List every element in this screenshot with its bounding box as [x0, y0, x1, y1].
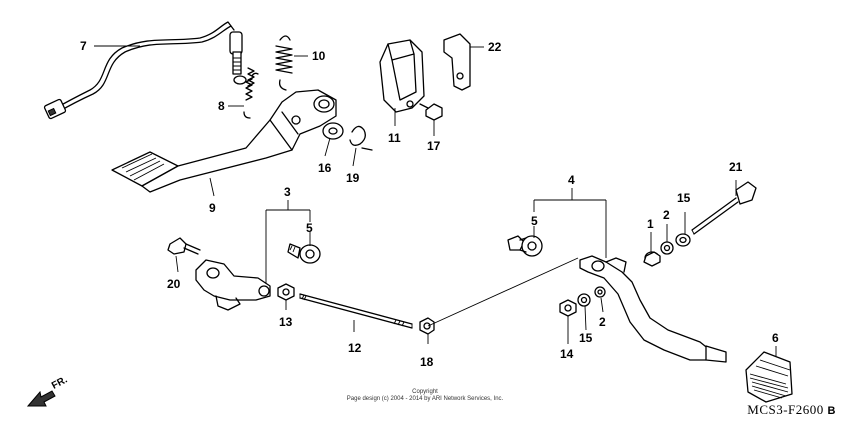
front-direction-arrow-icon [26, 390, 56, 407]
part-13-nut[interactable] [277, 283, 295, 301]
callout-7: 7 [80, 39, 87, 53]
callout-11: 11 [388, 131, 401, 145]
callout-13: 13 [279, 315, 293, 329]
callout-22: 22 [488, 40, 502, 54]
part-22-bracket[interactable] [443, 33, 471, 91]
callout-14: 14 [560, 347, 574, 361]
callout-18: 18 [420, 355, 434, 369]
part-16-washer[interactable] [322, 122, 344, 140]
callout-5-left: 5 [306, 221, 313, 235]
callout-6: 6 [772, 331, 779, 345]
diagram-code: MCS3-F2600 B [747, 402, 836, 418]
part-7-wire-harness[interactable] [43, 21, 247, 120]
part-2-washer-upper[interactable] [660, 241, 674, 255]
part-1-collar[interactable] [643, 251, 661, 267]
part-9-brake-pedal[interactable] [111, 89, 337, 193]
part-3-gearshift-arm[interactable] [195, 259, 271, 311]
callout-16: 16 [318, 161, 332, 175]
callout-numbers: 7 8 10 22 11 17 16 19 9 3 5 20 13 12 18 … [80, 39, 779, 369]
callout-3: 3 [284, 185, 291, 199]
callout-17: 17 [427, 139, 441, 153]
part-10-return-spring[interactable] [275, 35, 293, 91]
part-8-spring[interactable] [243, 67, 259, 119]
callout-12: 12 [348, 341, 362, 355]
part-18-nut[interactable] [419, 317, 435, 335]
diagram-code-text: MCS3-F2600 [747, 402, 824, 417]
copyright-notice: Page design (c) 2004 - 2014 by ARI Netwo… [346, 396, 504, 402]
copyright-heading: Copyright [412, 389, 438, 395]
part-6-pedal-rubber[interactable] [745, 351, 793, 403]
part-11-guard[interactable] [379, 39, 425, 113]
part-14-nut[interactable] [559, 299, 577, 317]
part-12-tie-rod[interactable] [299, 293, 413, 329]
part-5-joint-right[interactable] [507, 235, 543, 257]
callout-15-upper: 15 [677, 191, 691, 205]
part-5-joint-left[interactable] [287, 243, 321, 264]
callout-2-lower: 2 [599, 315, 606, 329]
part-17-bolt[interactable] [419, 103, 443, 121]
part-20-bolt[interactable] [167, 237, 201, 255]
part-15-washer-lower[interactable] [577, 293, 591, 307]
part-21-pivot-bolt[interactable] [691, 181, 757, 235]
callout-5-right: 5 [531, 214, 538, 228]
callout-9: 9 [209, 201, 216, 215]
callout-8: 8 [218, 99, 225, 113]
callout-2-upper: 2 [663, 208, 670, 222]
callout-19: 19 [346, 171, 360, 185]
callout-20: 20 [167, 277, 181, 291]
diagram-code-suffix: B [827, 405, 836, 417]
leader-lines [94, 45, 777, 356]
part-15-washer-upper[interactable] [675, 233, 691, 247]
part-19-clip[interactable] [349, 125, 373, 151]
callout-10: 10 [312, 49, 326, 63]
part-4-gearshift-pedal[interactable] [579, 255, 727, 363]
callout-4: 4 [568, 173, 575, 187]
callout-21: 21 [729, 160, 743, 174]
part-2-washer-lower[interactable] [594, 286, 606, 298]
callout-1: 1 [647, 217, 654, 231]
callout-15-lower: 15 [579, 331, 593, 345]
